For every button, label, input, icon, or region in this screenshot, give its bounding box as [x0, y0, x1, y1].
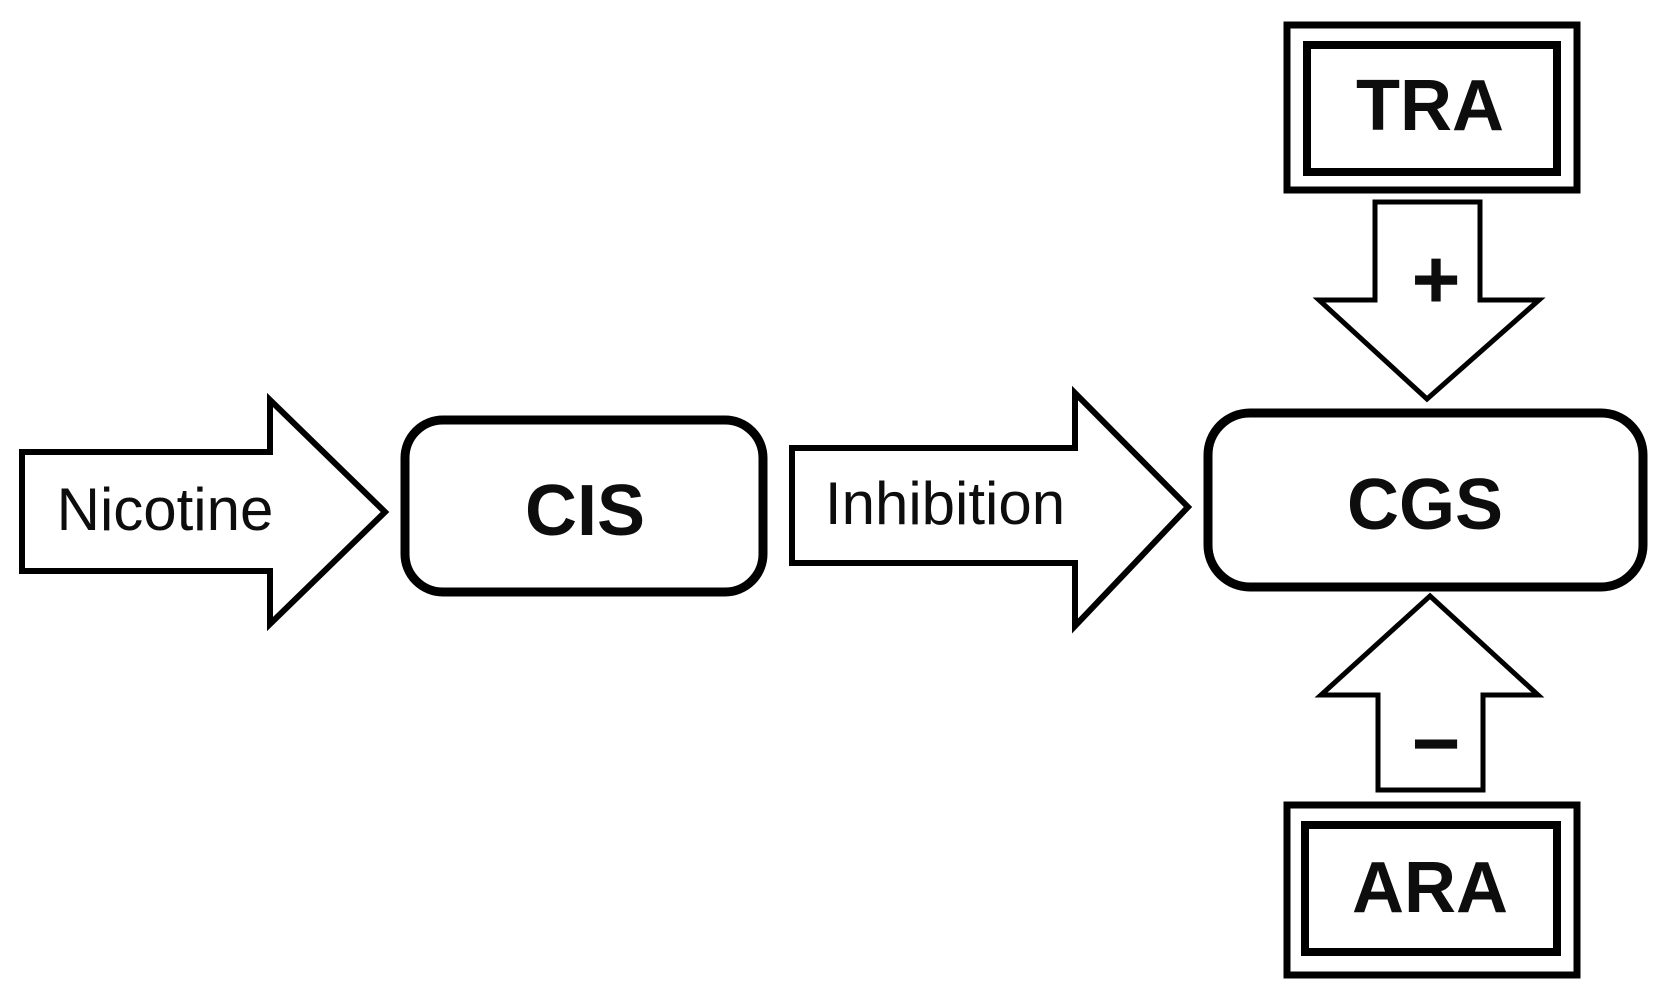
tra-to-cgs-arrow: + — [1312, 199, 1546, 403]
cgs-node-label: CGS — [1347, 465, 1503, 545]
ara-node: ARA — [1283, 801, 1581, 979]
cgs-node: CGS — [1203, 408, 1648, 592]
tra-node-label: TRA — [1356, 66, 1504, 146]
nicotine-arrow-shape — [19, 392, 390, 632]
inhibition-arrow-label: Inhibition — [825, 470, 1065, 537]
cgs-node-shape — [1203, 408, 1648, 592]
tra-node: TRA — [1283, 21, 1581, 194]
nicotine-arrow-label: Nicotine — [57, 476, 274, 543]
tra-to-cgs-arrow-shape — [1312, 199, 1546, 403]
tra-node-inner-shape — [1303, 41, 1561, 176]
minus-sign-label: − — [1411, 696, 1460, 790]
nicotine-arrow: Nicotine — [19, 392, 390, 632]
ara-node-label: ARA — [1352, 848, 1508, 928]
ara-to-cgs-arrow-shape — [1314, 592, 1545, 793]
plus-sign-label: + — [1411, 232, 1460, 326]
cis-node-label: CIS — [525, 471, 645, 551]
ara-node-inner-shape — [1301, 821, 1561, 956]
cis-node-shape — [400, 415, 768, 597]
cis-node: CIS — [400, 415, 768, 597]
ara-to-cgs-arrow: − — [1314, 592, 1545, 793]
inhibition-arrow-shape — [789, 385, 1193, 634]
inhibition-arrow: Inhibition — [789, 385, 1193, 634]
